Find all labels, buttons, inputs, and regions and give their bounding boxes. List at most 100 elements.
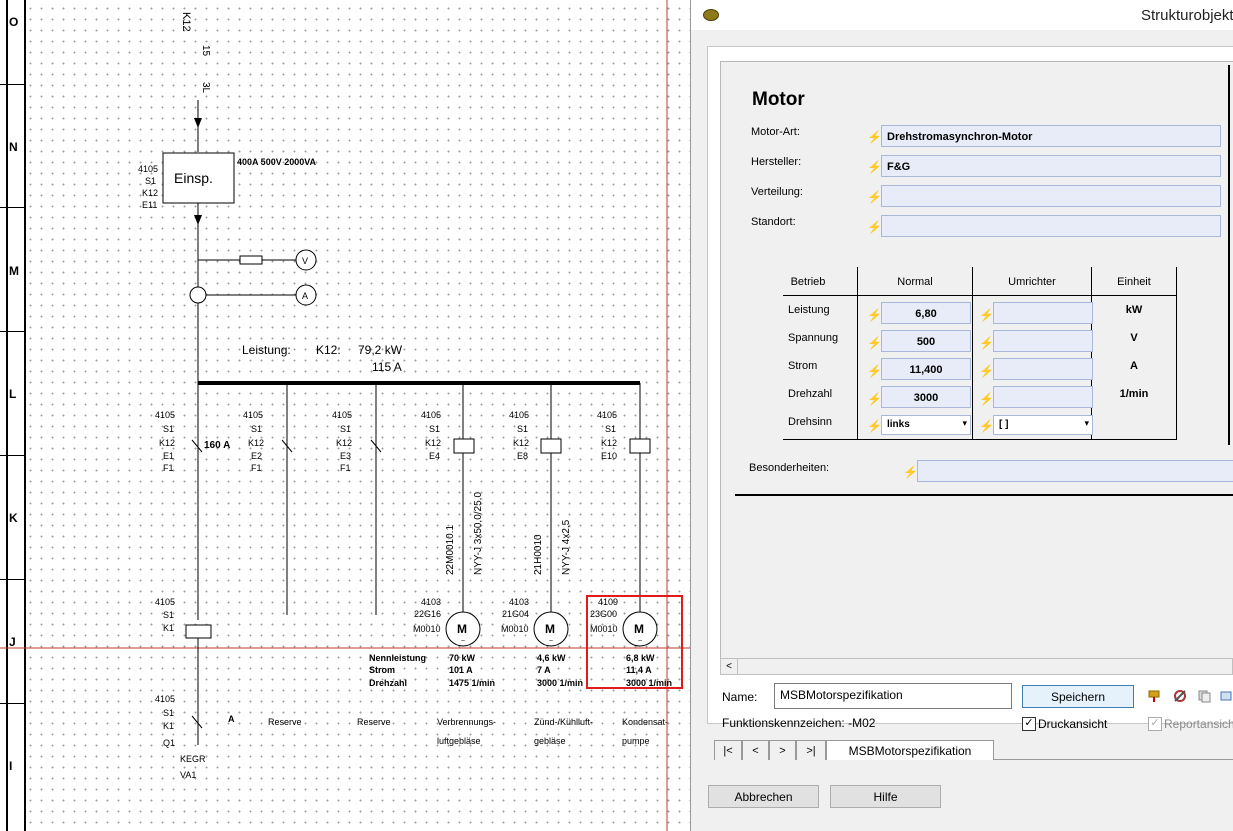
reportansicht-checkbox[interactable]: ✓	[1148, 717, 1162, 731]
lightning-icon[interactable]: ⚡	[979, 419, 994, 433]
svg-text:K12: K12	[159, 438, 175, 448]
svg-text:NYY-J 4x2,5: NYY-J 4x2,5	[561, 519, 572, 575]
lightning-icon[interactable]: ⚡	[867, 190, 882, 204]
lightning-icon[interactable]: ⚡	[903, 465, 918, 479]
tools-icon[interactable]	[1173, 689, 1187, 703]
svg-text:K12: K12	[336, 438, 352, 448]
field-label-standort: Standort:	[751, 216, 796, 228]
druckansicht-checkbox[interactable]: ✓	[1022, 717, 1036, 731]
svg-text:~: ~	[461, 638, 465, 645]
svg-text:1475 1/min: 1475 1/min	[449, 678, 495, 688]
lightning-icon[interactable]: ⚡	[979, 336, 994, 350]
row-label-m: M	[9, 264, 19, 278]
lightning-icon[interactable]: ⚡	[867, 419, 882, 433]
svg-text:E1: E1	[163, 451, 174, 461]
lightning-icon[interactable]: ⚡	[867, 220, 882, 234]
svg-text:S1: S1	[163, 610, 174, 620]
leistung-normal-input[interactable]: 6,80	[881, 302, 971, 324]
arrow-out	[194, 215, 202, 225]
hersteller-input[interactable]: F&G	[881, 155, 1221, 177]
svg-text:21G04: 21G04	[502, 609, 529, 619]
strom-umrichter-input[interactable]	[993, 358, 1093, 380]
svg-text:K12: K12	[142, 188, 158, 198]
svg-text:70 kW: 70 kW	[449, 653, 476, 663]
lightning-icon[interactable]: ⚡	[867, 336, 882, 350]
svg-text:Nennleistung: Nennleistung	[369, 653, 426, 663]
row-label-spannung: Spannung	[788, 332, 839, 344]
nav-first-button[interactable]: |<	[714, 740, 742, 760]
drehzahl-normal-input[interactable]: 3000	[881, 386, 971, 408]
row-label-n: N	[9, 140, 18, 154]
pin-icon[interactable]	[1147, 689, 1161, 703]
field-label-motor-art: Motor-Art:	[751, 126, 800, 138]
svg-text:22G16: 22G16	[414, 609, 441, 619]
lightning-icon[interactable]: ⚡	[979, 392, 994, 406]
schematic-canvas[interactable]: O N M L K J I K12 15 3L Einsp. 400A 500V…	[0, 0, 690, 831]
besonderheiten-input[interactable]	[917, 460, 1233, 482]
svg-text:4105: 4105	[243, 410, 263, 420]
motor-symbol-1	[445, 611, 481, 647]
spannung-normal-input[interactable]: 500	[881, 330, 971, 352]
spannung-umrichter-input[interactable]	[993, 330, 1093, 352]
svg-text:E3: E3	[340, 451, 351, 461]
ammeter-symbol	[295, 284, 317, 306]
drehsinn-normal-select[interactable]: links ▾	[881, 415, 971, 435]
lightning-icon[interactable]: ⚡	[979, 364, 994, 378]
row-label-i: I	[9, 759, 13, 773]
current-transformer	[189, 286, 207, 304]
chevron-down-icon: ▾	[962, 418, 967, 428]
einsp-rating: 400A 500V 2000VA	[237, 157, 317, 167]
leistung-umrichter-input[interactable]	[993, 302, 1093, 324]
lightning-icon[interactable]: ⚡	[867, 160, 882, 174]
svg-text:E8: E8	[517, 451, 528, 461]
svg-text:21H0010: 21H0010	[533, 534, 544, 575]
col-header-betrieb: Betrieb	[790, 276, 826, 288]
nav-last-button[interactable]: >|	[796, 740, 826, 760]
selection-highlight	[586, 595, 683, 689]
svg-text:V: V	[302, 256, 308, 266]
drehsinn-umrichter-value: [ ]	[999, 419, 1009, 430]
name-input[interactable]: MSBMotorspezifikation	[774, 683, 1012, 709]
lightning-icon[interactable]: ⚡	[979, 308, 994, 322]
tab-msbmotorspezifikation[interactable]: MSBMotorspezifikation	[826, 740, 994, 760]
label-3l: 3L	[200, 82, 211, 94]
svg-text:M0010: M0010	[501, 624, 529, 634]
verteilung-input[interactable]	[881, 185, 1221, 207]
help-button[interactable]: Hilfe	[830, 785, 941, 808]
drehsinn-umrichter-select[interactable]: [ ] ▾	[993, 415, 1093, 435]
svg-text:11,4 A: 11,4 A	[626, 665, 652, 675]
export-icon[interactable]	[1220, 689, 1233, 703]
svg-text:22M0010.1: 22M0010.1	[445, 525, 456, 575]
save-button[interactable]: Speichern	[1022, 685, 1134, 708]
druckansicht-label: Druckansicht	[1038, 717, 1108, 731]
svg-text:M: M	[457, 622, 467, 636]
cancel-button[interactable]: Abbrechen	[708, 785, 819, 808]
lightning-icon[interactable]: ⚡	[867, 308, 882, 322]
leistung-value: 79,2 kW	[358, 343, 403, 357]
row-label-drehzahl: Drehzahl	[788, 388, 833, 400]
standort-input[interactable]	[881, 215, 1221, 237]
lightning-icon[interactable]: ⚡	[867, 130, 882, 144]
svg-text:luftgebläse: luftgebläse	[437, 736, 481, 746]
svg-text:3000 1/min: 3000 1/min	[537, 678, 583, 688]
chevron-down-icon: ▾	[1084, 418, 1089, 428]
motor-art-input[interactable]: Drehstromasynchron-Motor	[881, 125, 1221, 147]
svg-text:4105: 4105	[597, 410, 617, 420]
drehzahl-umrichter-input[interactable]	[993, 386, 1093, 408]
horizontal-scrollbar[interactable]: <	[720, 658, 1233, 675]
dialog-title: Strukturobjekt	[1141, 7, 1233, 24]
copy-icon[interactable]	[1197, 689, 1211, 703]
lightning-icon[interactable]: ⚡	[867, 364, 882, 378]
svg-text:K12: K12	[248, 438, 264, 448]
svg-text:Verbrennungs-: Verbrennungs-	[437, 717, 496, 727]
svg-text:4105: 4105	[155, 597, 175, 607]
motor-symbol-2	[533, 611, 569, 647]
svg-text:K12: K12	[601, 438, 617, 448]
col-header-normal: Normal	[897, 276, 933, 288]
svg-text:4103: 4103	[509, 597, 529, 607]
lightning-icon[interactable]: ⚡	[867, 392, 882, 406]
nav-prev-button[interactable]: <	[742, 740, 769, 760]
scroll-left-icon[interactable]: <	[721, 659, 738, 674]
strom-normal-input[interactable]: 11,400	[881, 358, 971, 380]
nav-next-button[interactable]: >	[769, 740, 796, 760]
